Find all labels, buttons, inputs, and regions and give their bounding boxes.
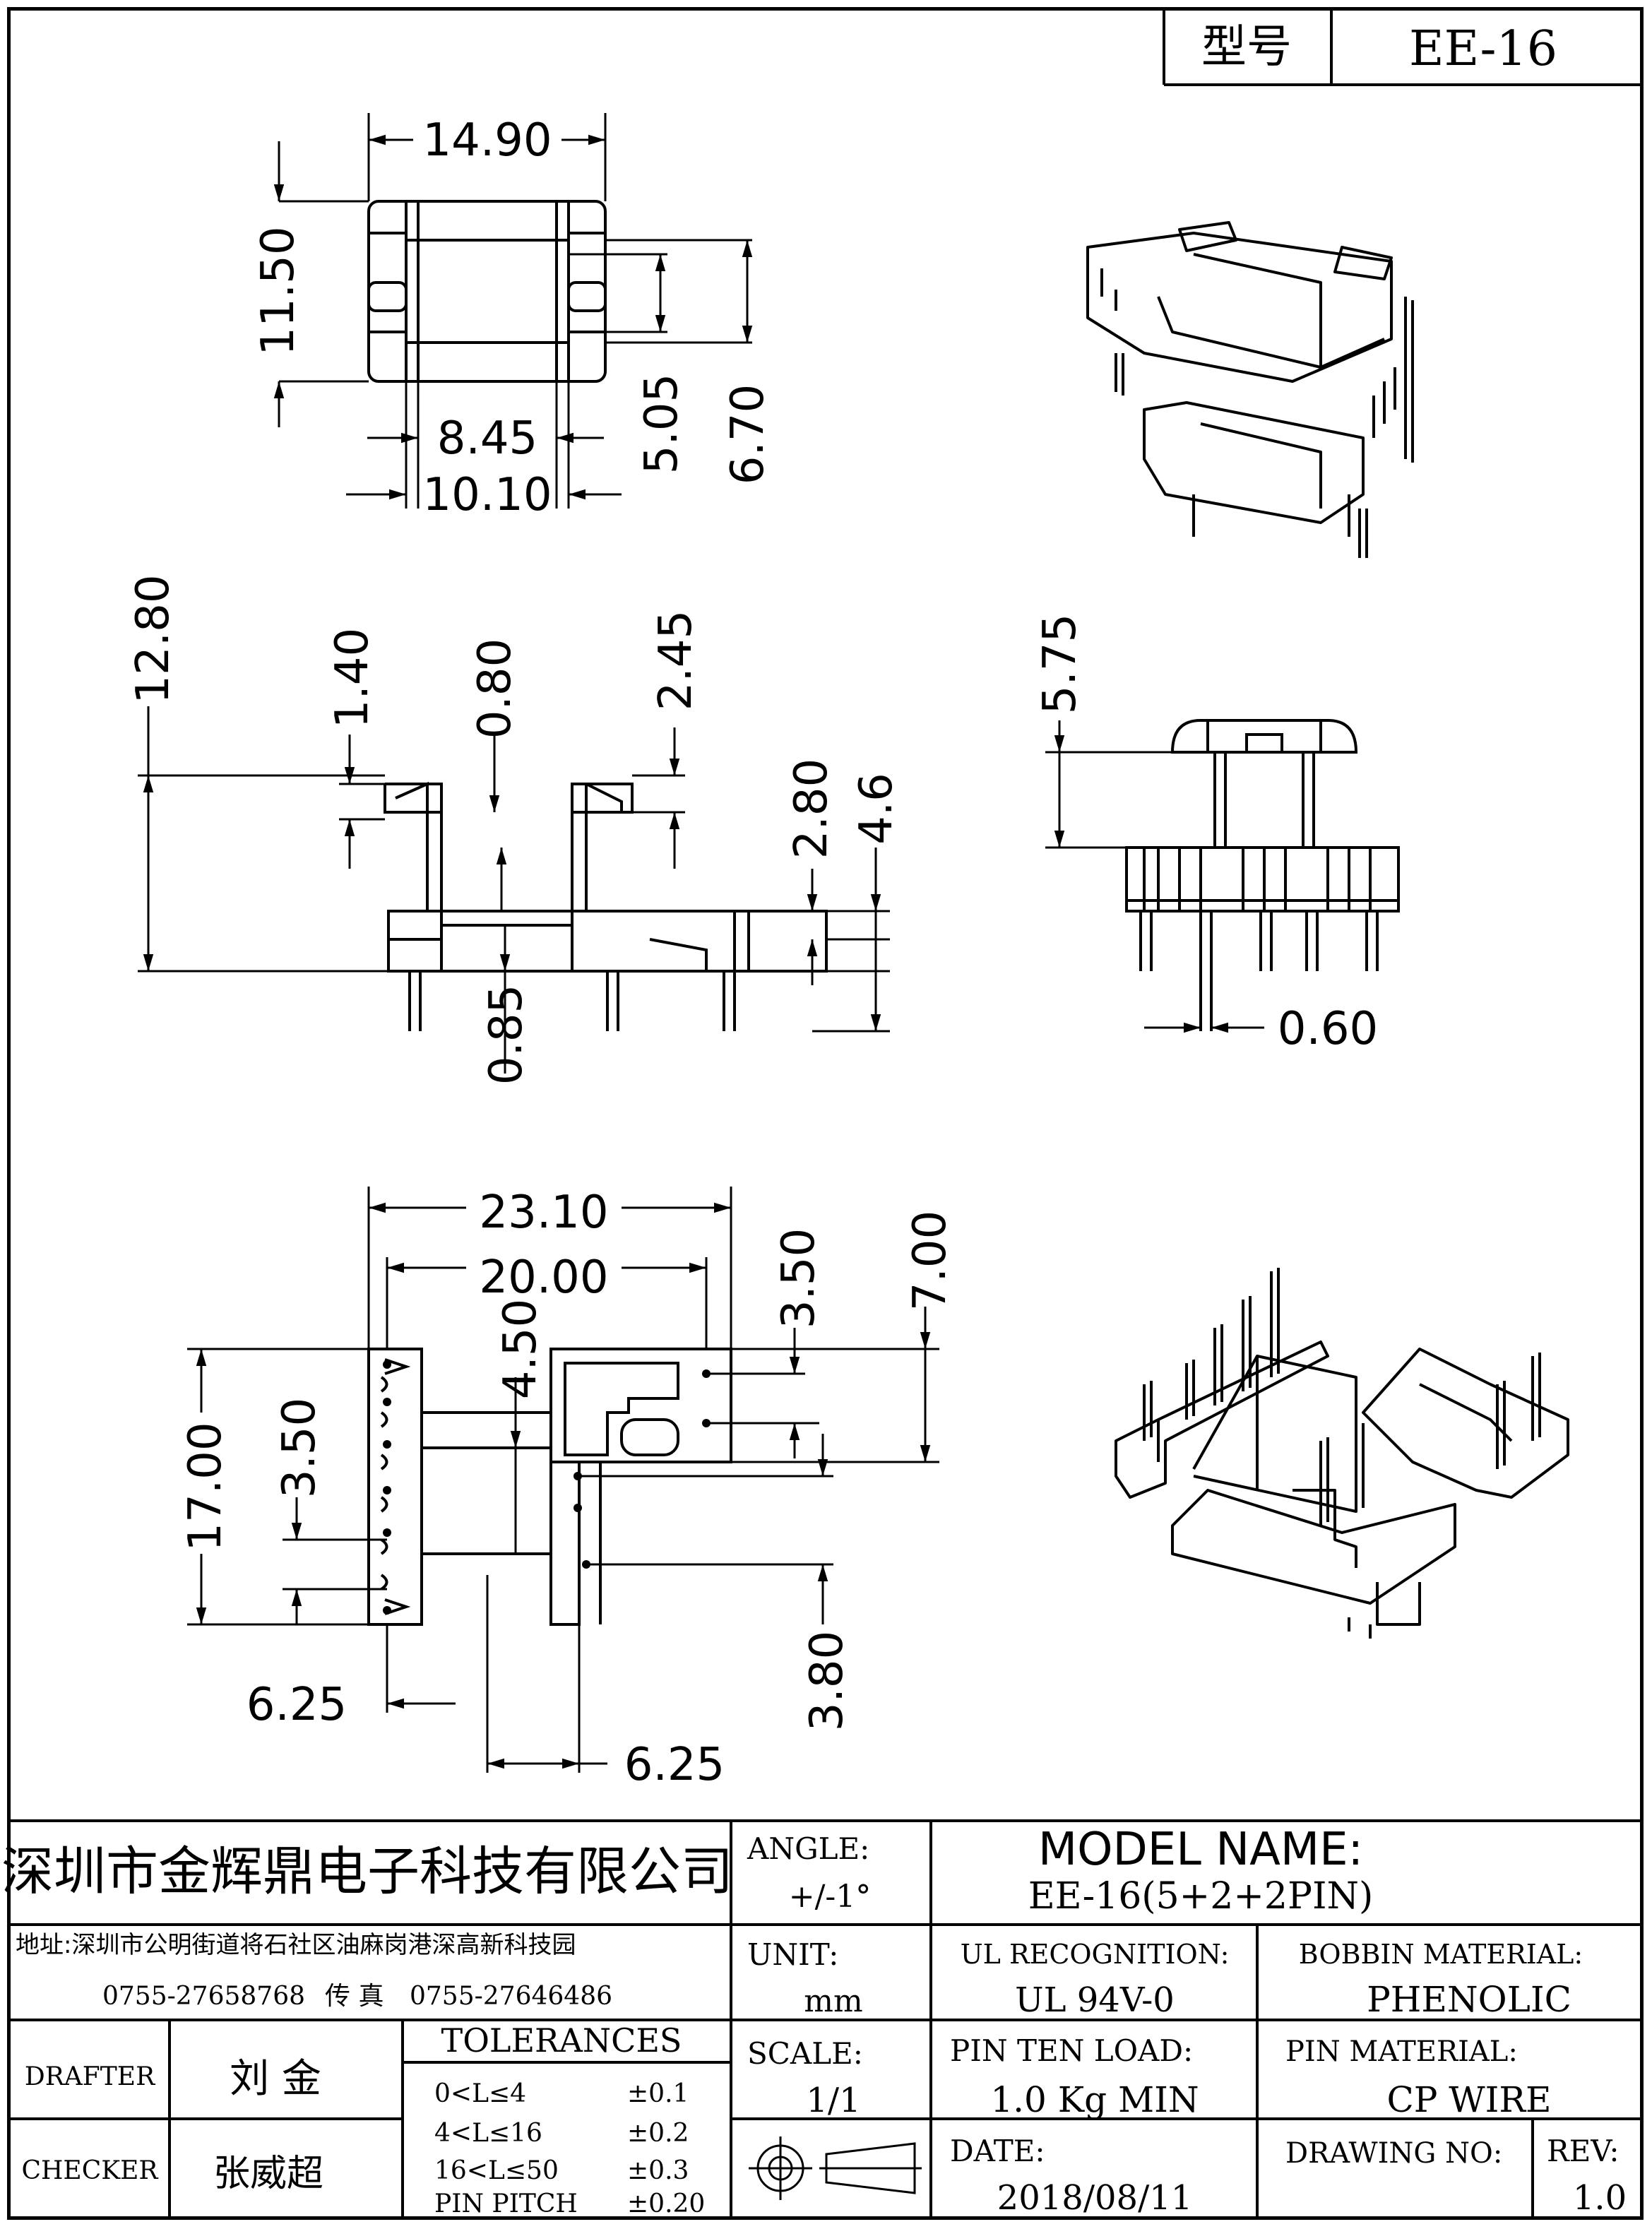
- tolerance-value-1: ±0.1: [627, 2079, 689, 2108]
- dim-left-offset: 6.25: [246, 1679, 347, 1731]
- dim-total-height: 12.80: [127, 574, 179, 703]
- dim-top-width: 14.90: [422, 114, 552, 167]
- tolerance-range-1: 0<L≤4: [434, 2079, 526, 2108]
- dim-base-height: 4.6: [850, 773, 903, 845]
- tolerance-value-2: ±0.2: [627, 2119, 689, 2148]
- tolerances-label: TOLERANCES: [441, 2021, 682, 2059]
- dim-end-height: 5.75: [1034, 614, 1086, 715]
- drawing-no-label: DRAWING NO:: [1285, 2137, 1502, 2170]
- angle-value: +/-1°: [789, 1879, 872, 1915]
- bobbin-label: BOBBIN MATERIAL:: [1299, 1939, 1583, 1970]
- tolerance-range-3: 16<L≤50: [434, 2156, 559, 2185]
- tolerance-value-3: ±0.3: [627, 2156, 689, 2185]
- bobbin-value: PHENOLIC: [1367, 1979, 1571, 2020]
- pin-material-label: PIN MATERIAL:: [1285, 2035, 1518, 2068]
- bottom-view-pins: [383, 1360, 711, 1615]
- pin-load-label: PIN TEN LOAD:: [950, 2033, 1193, 2068]
- ul-value: UL 94V-0: [1015, 1980, 1175, 2020]
- dim-left-pitch: 3.50: [273, 1398, 326, 1499]
- bottom-view: [367, 1348, 732, 1626]
- scale-label: SCALE:: [747, 2036, 863, 2071]
- iso-view-bottom: [1115, 1268, 1569, 1639]
- dim-flange-thick: 1.40: [326, 628, 379, 729]
- drafter-value: 刘 金: [230, 2056, 321, 2102]
- iso-view-top: [1086, 221, 1414, 558]
- side-view-dims: [138, 706, 890, 1074]
- bottom-view-dims: [187, 1187, 939, 1773]
- dim-lower-pitch: 3.80: [801, 1631, 853, 1732]
- unit-label: UNIT:: [747, 1937, 838, 1972]
- model-name-value: EE-16(5+2+2PIN): [1028, 1875, 1374, 1918]
- top-view-dims: [273, 113, 753, 509]
- end-view: [1125, 719, 1400, 1031]
- date-value: 2018/08/11: [997, 2178, 1193, 2218]
- company-address: 地址:深圳市公明街道将石社区油麻岗港深高新科技园: [16, 1931, 576, 1959]
- dim-right-height: 7.00: [904, 1211, 956, 1312]
- title-block-grid: [10, 1819, 1642, 2218]
- company-phone: 0755-27658768: [102, 1982, 305, 2011]
- dim-overall-width: 23.10: [479, 1187, 608, 1239]
- dim-left-length: 17.00: [179, 1422, 232, 1551]
- model-name-label: MODEL NAME:: [1038, 1824, 1363, 1876]
- checker-label: CHECKER: [21, 2156, 158, 2185]
- unit-value: mm: [804, 1983, 862, 2019]
- drafter-label: DRAFTER: [25, 2062, 155, 2091]
- side-view: [384, 781, 828, 1031]
- dim-pin-row-span: 20.00: [479, 1252, 608, 1304]
- scale-value: 1/1: [806, 2081, 860, 2120]
- dim-bottom-gap: 0.85: [480, 985, 533, 1086]
- dim-center-offset: 4.50: [494, 1299, 547, 1400]
- type-value: EE-16: [1409, 21, 1557, 77]
- tolerance-range-4: PIN PITCH: [434, 2189, 578, 2218]
- dim-right-pitch: 3.50: [773, 1228, 825, 1329]
- tolerance-value-4: ±0.20: [627, 2189, 705, 2218]
- pin-load-value: 1.0 Kg MIN: [990, 2079, 1199, 2120]
- dim-inner-width: 8.45: [437, 412, 538, 465]
- company-name: 深圳市金辉鼎电子科技有限公司: [1, 1841, 733, 1902]
- ul-label: UL RECOGNITION:: [961, 1939, 1230, 1970]
- type-label: 型号: [1201, 21, 1292, 73]
- drawing-frame: [7, 7, 1644, 2220]
- top-view: [367, 200, 607, 383]
- tolerance-range-2: 4<L≤16: [434, 2119, 542, 2148]
- dim-flange-height: 6.70: [722, 384, 774, 485]
- end-view-dims: [1045, 720, 1264, 1033]
- angle-label: ANGLE:: [747, 1831, 869, 1866]
- company-fax: 0755-27646486: [410, 1982, 612, 2011]
- model-header: [1163, 10, 1642, 86]
- checker-value: 张威超: [213, 2153, 323, 2195]
- dim-center-width: 6.25: [624, 1739, 725, 1791]
- dim-flange-width: 10.10: [422, 469, 552, 521]
- fax-label: 传 真: [325, 1982, 384, 2011]
- dim-top-height: 11.50: [252, 226, 304, 355]
- rev-value: 1.0: [1573, 2178, 1627, 2218]
- dim-pin-dia: 0.60: [1278, 1003, 1379, 1055]
- dim-base-step: 2.80: [785, 759, 838, 860]
- pin-material-value: CP WIRE: [1386, 2079, 1551, 2120]
- projection-symbol-icon: [749, 2136, 922, 2200]
- dim-wall: 0.80: [469, 638, 521, 739]
- dim-top-step: 2.45: [650, 610, 702, 711]
- rev-label: REV:: [1547, 2134, 1620, 2168]
- date-label: DATE:: [950, 2134, 1045, 2168]
- dim-window-height: 5.05: [636, 374, 688, 475]
